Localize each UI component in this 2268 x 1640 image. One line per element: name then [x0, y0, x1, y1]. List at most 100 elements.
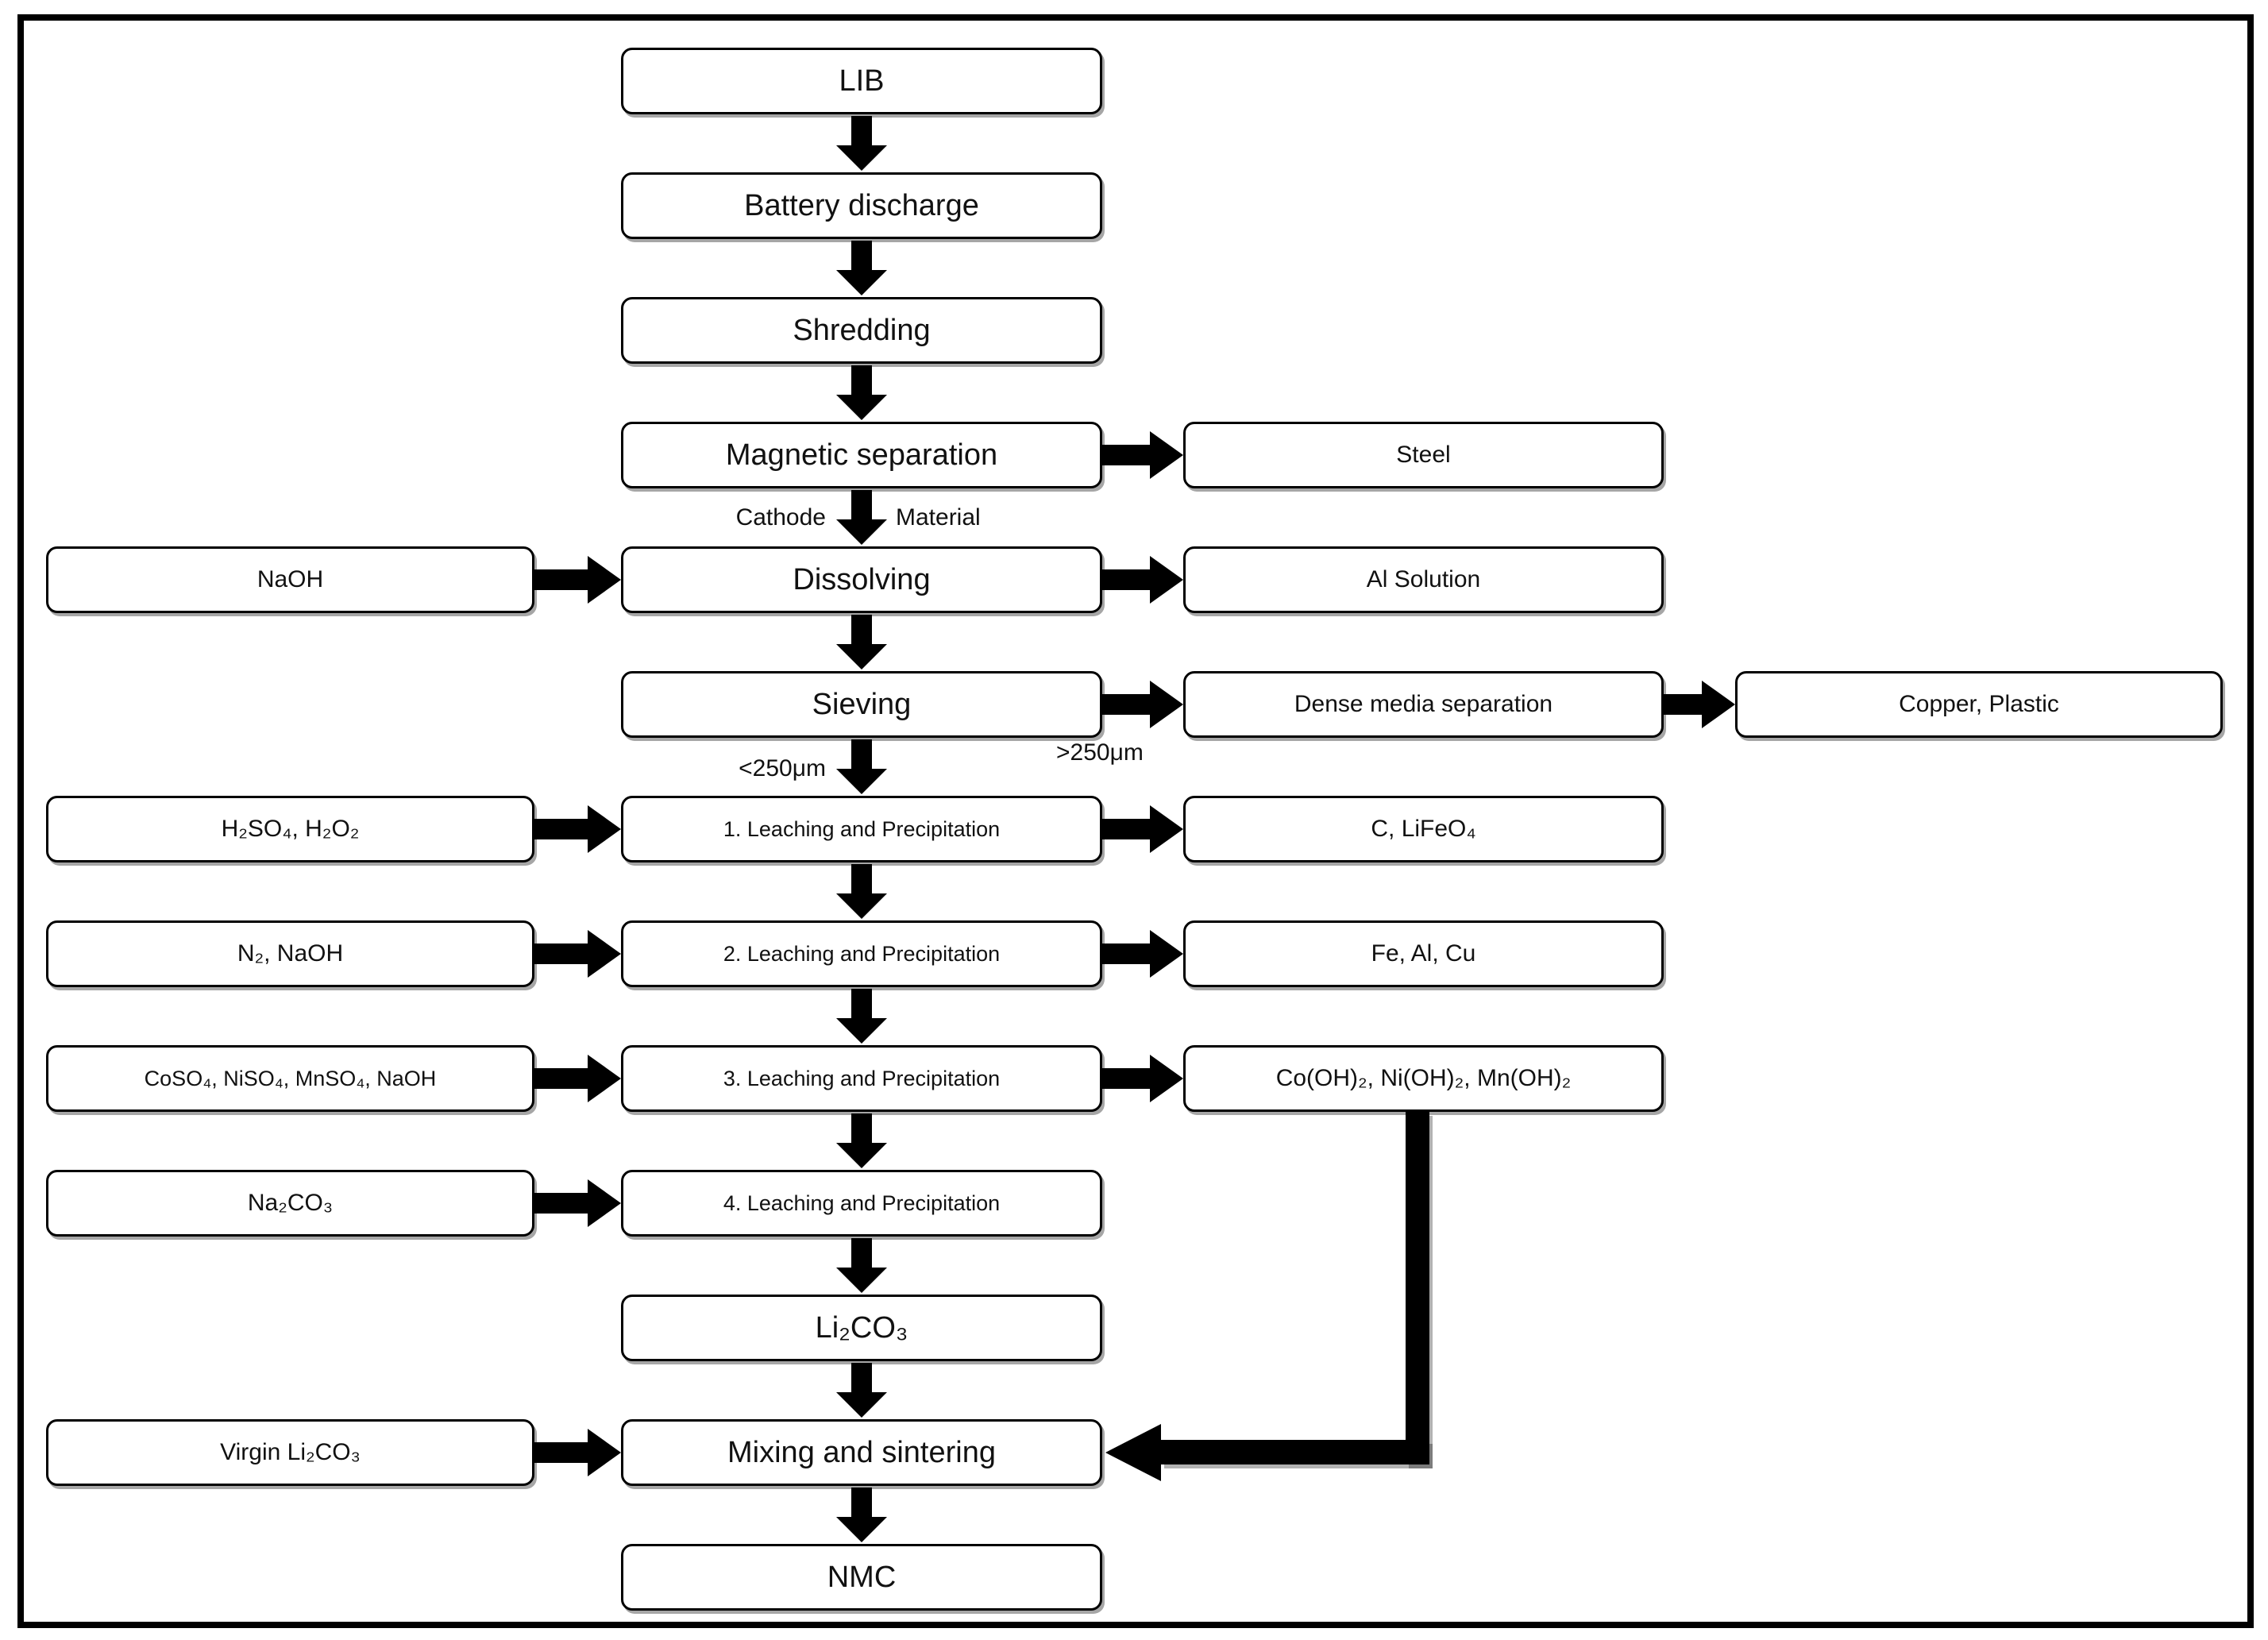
- right-arrow-dense-to-copper: [1664, 681, 1735, 728]
- box-sulfates-naoh: CoSO₄, NiSO₄, MnSO₄, NaOH: [46, 1045, 534, 1112]
- label-over-250um: >250μm: [1056, 739, 1144, 766]
- arrow-shaft: [851, 1363, 872, 1392]
- right-arrow-h2so4-to-leaching1: [534, 805, 621, 853]
- right-arrow-magnetic-to-steel: [1102, 431, 1183, 479]
- arrow-shaft: [851, 989, 872, 1018]
- box-n2-naoh: N₂, NaOH: [46, 920, 534, 987]
- right-arrow-leaching3-to-hydroxides: [1102, 1055, 1183, 1102]
- arrow-head: [836, 644, 887, 670]
- arrow-head: [588, 1179, 621, 1227]
- box-nmc: NMC: [621, 1544, 1102, 1611]
- label-under-250um: <250μm: [739, 755, 826, 781]
- arrow-head: [836, 1268, 887, 1293]
- arrow-head: [1150, 930, 1183, 978]
- arrow-head: [1150, 1055, 1183, 1102]
- arrow-shaft: [851, 1238, 872, 1268]
- arrow-shaft: [851, 241, 872, 270]
- box-c-lifeo4: C, LiFeO₄: [1183, 796, 1664, 862]
- arrow-shaft: [534, 1193, 588, 1214]
- box-magnetic-separation: Magnetic separation: [621, 422, 1102, 488]
- down-arrow-sieving-to-leaching1: [836, 739, 887, 794]
- arrow-shaft: [534, 569, 588, 590]
- right-arrow-leaching1-to-clifeo4: [1102, 805, 1183, 853]
- down-arrow-shredding-to-magnetic: [836, 365, 887, 420]
- arrow-head: [1150, 431, 1183, 479]
- feedback-line-vertical: [1406, 1112, 1429, 1464]
- box-mixing-sintering: Mixing and sintering: [621, 1419, 1102, 1486]
- box-hydroxides: Co(OH)₂, Ni(OH)₂, Mn(OH)₂: [1183, 1045, 1664, 1112]
- arrow-shaft: [851, 1488, 872, 1517]
- arrow-shaft: [851, 615, 872, 644]
- label-cathode: Cathode: [735, 504, 826, 531]
- arrow-head: [1150, 805, 1183, 853]
- box-dense-media-separation: Dense media separation: [1183, 671, 1664, 738]
- arrow-head: [836, 1143, 887, 1168]
- arrow-shaft: [1102, 943, 1150, 964]
- arrow-head: [588, 930, 621, 978]
- box-virgin-li2co3: Virgin Li₂CO₃: [46, 1419, 534, 1486]
- arrow-shaft: [534, 943, 588, 964]
- box-battery-discharge: Battery discharge: [621, 172, 1102, 239]
- arrow-head: [836, 893, 887, 919]
- arrow-head: [588, 556, 621, 604]
- box-copper-plastic: Copper, Plastic: [1735, 671, 2223, 738]
- arrow-shaft: [1102, 445, 1150, 465]
- arrow-shaft: [851, 864, 872, 893]
- box-shredding: Shredding: [621, 297, 1102, 364]
- right-arrow-sulfates-to-leaching3: [534, 1055, 621, 1102]
- arrow-head: [836, 1517, 887, 1542]
- box-leaching-3: 3. Leaching and Precipitation: [621, 1045, 1102, 1112]
- arrow-head: [836, 769, 887, 794]
- down-arrow-leaching4-to-li2co3: [836, 1238, 887, 1293]
- arrow-shaft: [534, 1068, 588, 1089]
- down-arrow-battery-to-shredding: [836, 241, 887, 295]
- arrow-head: [1702, 681, 1735, 728]
- arrow-head: [836, 1392, 887, 1418]
- down-arrow-dissolving-to-sieving: [836, 615, 887, 670]
- right-arrow-naoh-to-dissolving: [534, 556, 621, 604]
- arrow-shaft: [1102, 569, 1150, 590]
- box-steel: Steel: [1183, 422, 1664, 488]
- box-al-solution: Al Solution: [1183, 546, 1664, 613]
- box-h2so4-h2o2: H₂SO₄, H₂O₂: [46, 796, 534, 862]
- box-leaching-4: 4. Leaching and Precipitation: [621, 1170, 1102, 1237]
- box-sieving: Sieving: [621, 671, 1102, 738]
- arrow-shaft: [534, 1442, 588, 1463]
- arrow-shaft: [851, 739, 872, 769]
- arrow-head: [836, 270, 887, 295]
- arrow-head: [588, 1055, 621, 1102]
- outer-frame: [17, 14, 2254, 1628]
- arrow-shaft: [1102, 819, 1150, 839]
- box-li2co3: Li₂CO₃: [621, 1295, 1102, 1361]
- right-arrow-dissolving-to-al: [1102, 556, 1183, 604]
- box-na2co3: Na₂CO₃: [46, 1170, 534, 1237]
- right-arrow-n2-to-leaching2: [534, 930, 621, 978]
- box-dissolving: Dissolving: [621, 546, 1102, 613]
- down-arrow-leaching2-to-leaching3: [836, 989, 887, 1044]
- arrow-shaft: [851, 116, 872, 145]
- box-fe-al-cu: Fe, Al, Cu: [1183, 920, 1664, 987]
- arrow-head: [1150, 556, 1183, 604]
- label-material: Material: [896, 504, 981, 531]
- arrow-shaft: [1102, 694, 1150, 715]
- right-arrow-virgin-to-mixing: [534, 1429, 621, 1476]
- arrow-shaft: [1664, 694, 1702, 715]
- feedback-left-arrow-head: [1105, 1424, 1161, 1481]
- arrow-shaft: [851, 365, 872, 395]
- arrow-head: [836, 145, 887, 171]
- arrow-head: [1150, 681, 1183, 728]
- box-leaching-1: 1. Leaching and Precipitation: [621, 796, 1102, 862]
- arrow-head: [836, 1018, 887, 1044]
- arrow-head: [588, 1429, 621, 1476]
- down-arrow-lib-to-battery: [836, 116, 887, 171]
- arrow-shaft: [851, 1113, 872, 1143]
- arrow-head: [588, 805, 621, 853]
- box-naoh: NaOH: [46, 546, 534, 613]
- arrow-shaft: [851, 490, 872, 519]
- right-arrow-na2co3-to-leaching4: [534, 1179, 621, 1227]
- box-lib: LIB: [621, 48, 1102, 114]
- arrow-shaft: [1102, 1068, 1150, 1089]
- down-arrow-li2co3-to-mixing: [836, 1363, 887, 1418]
- arrow-head: [836, 519, 887, 545]
